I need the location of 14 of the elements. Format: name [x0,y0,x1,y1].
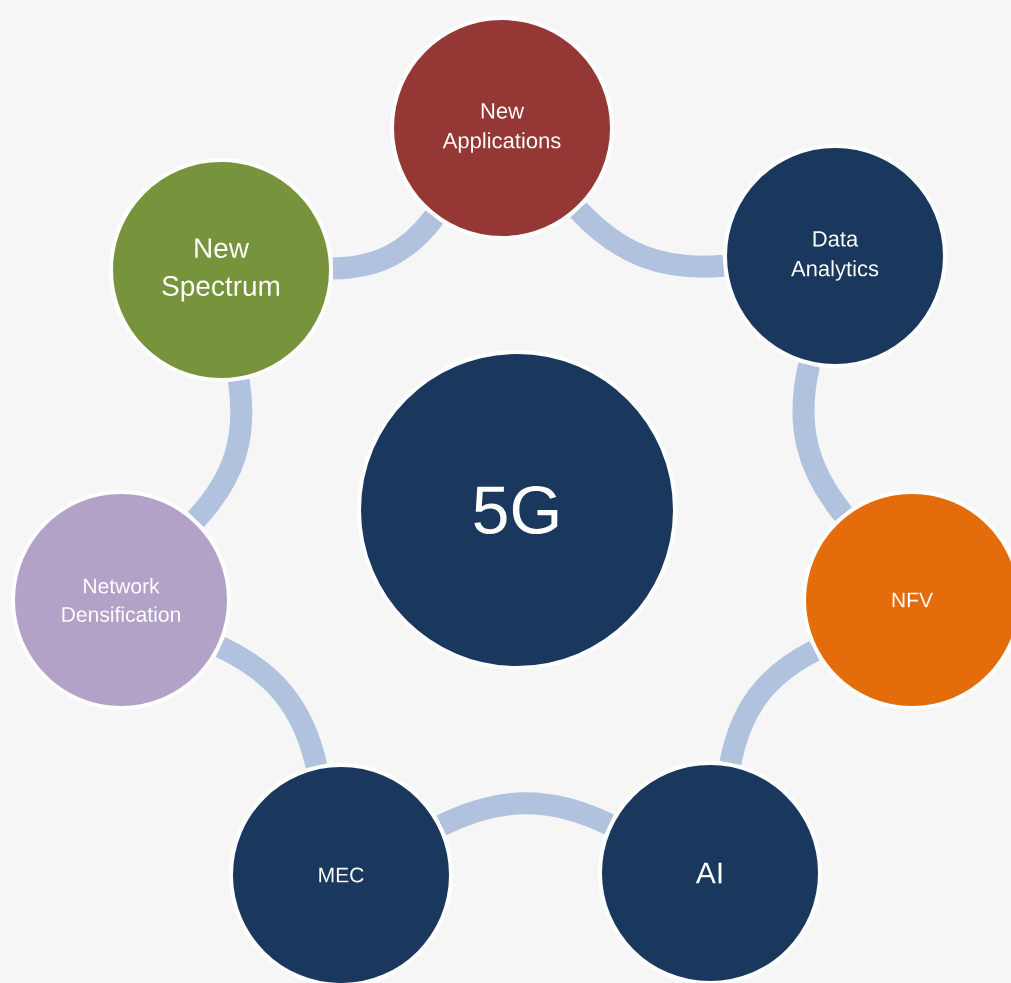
ring-segment [436,792,614,836]
ring-segment [215,637,328,769]
circle-node: 5G [357,350,677,670]
ring-segment [792,362,853,521]
circle-node: NFV [802,490,1011,710]
ring-segment [570,202,725,278]
ring-segment [719,641,820,766]
circle-node: Network Densification [11,490,231,710]
circle-node: AI [598,761,822,983]
ring-segment [187,379,253,527]
circle-node: New Applications [390,16,614,240]
circle-node: Data Analytics [723,144,947,368]
circle-node: New Spectrum [109,158,333,382]
circle-node: MEC [229,763,453,983]
